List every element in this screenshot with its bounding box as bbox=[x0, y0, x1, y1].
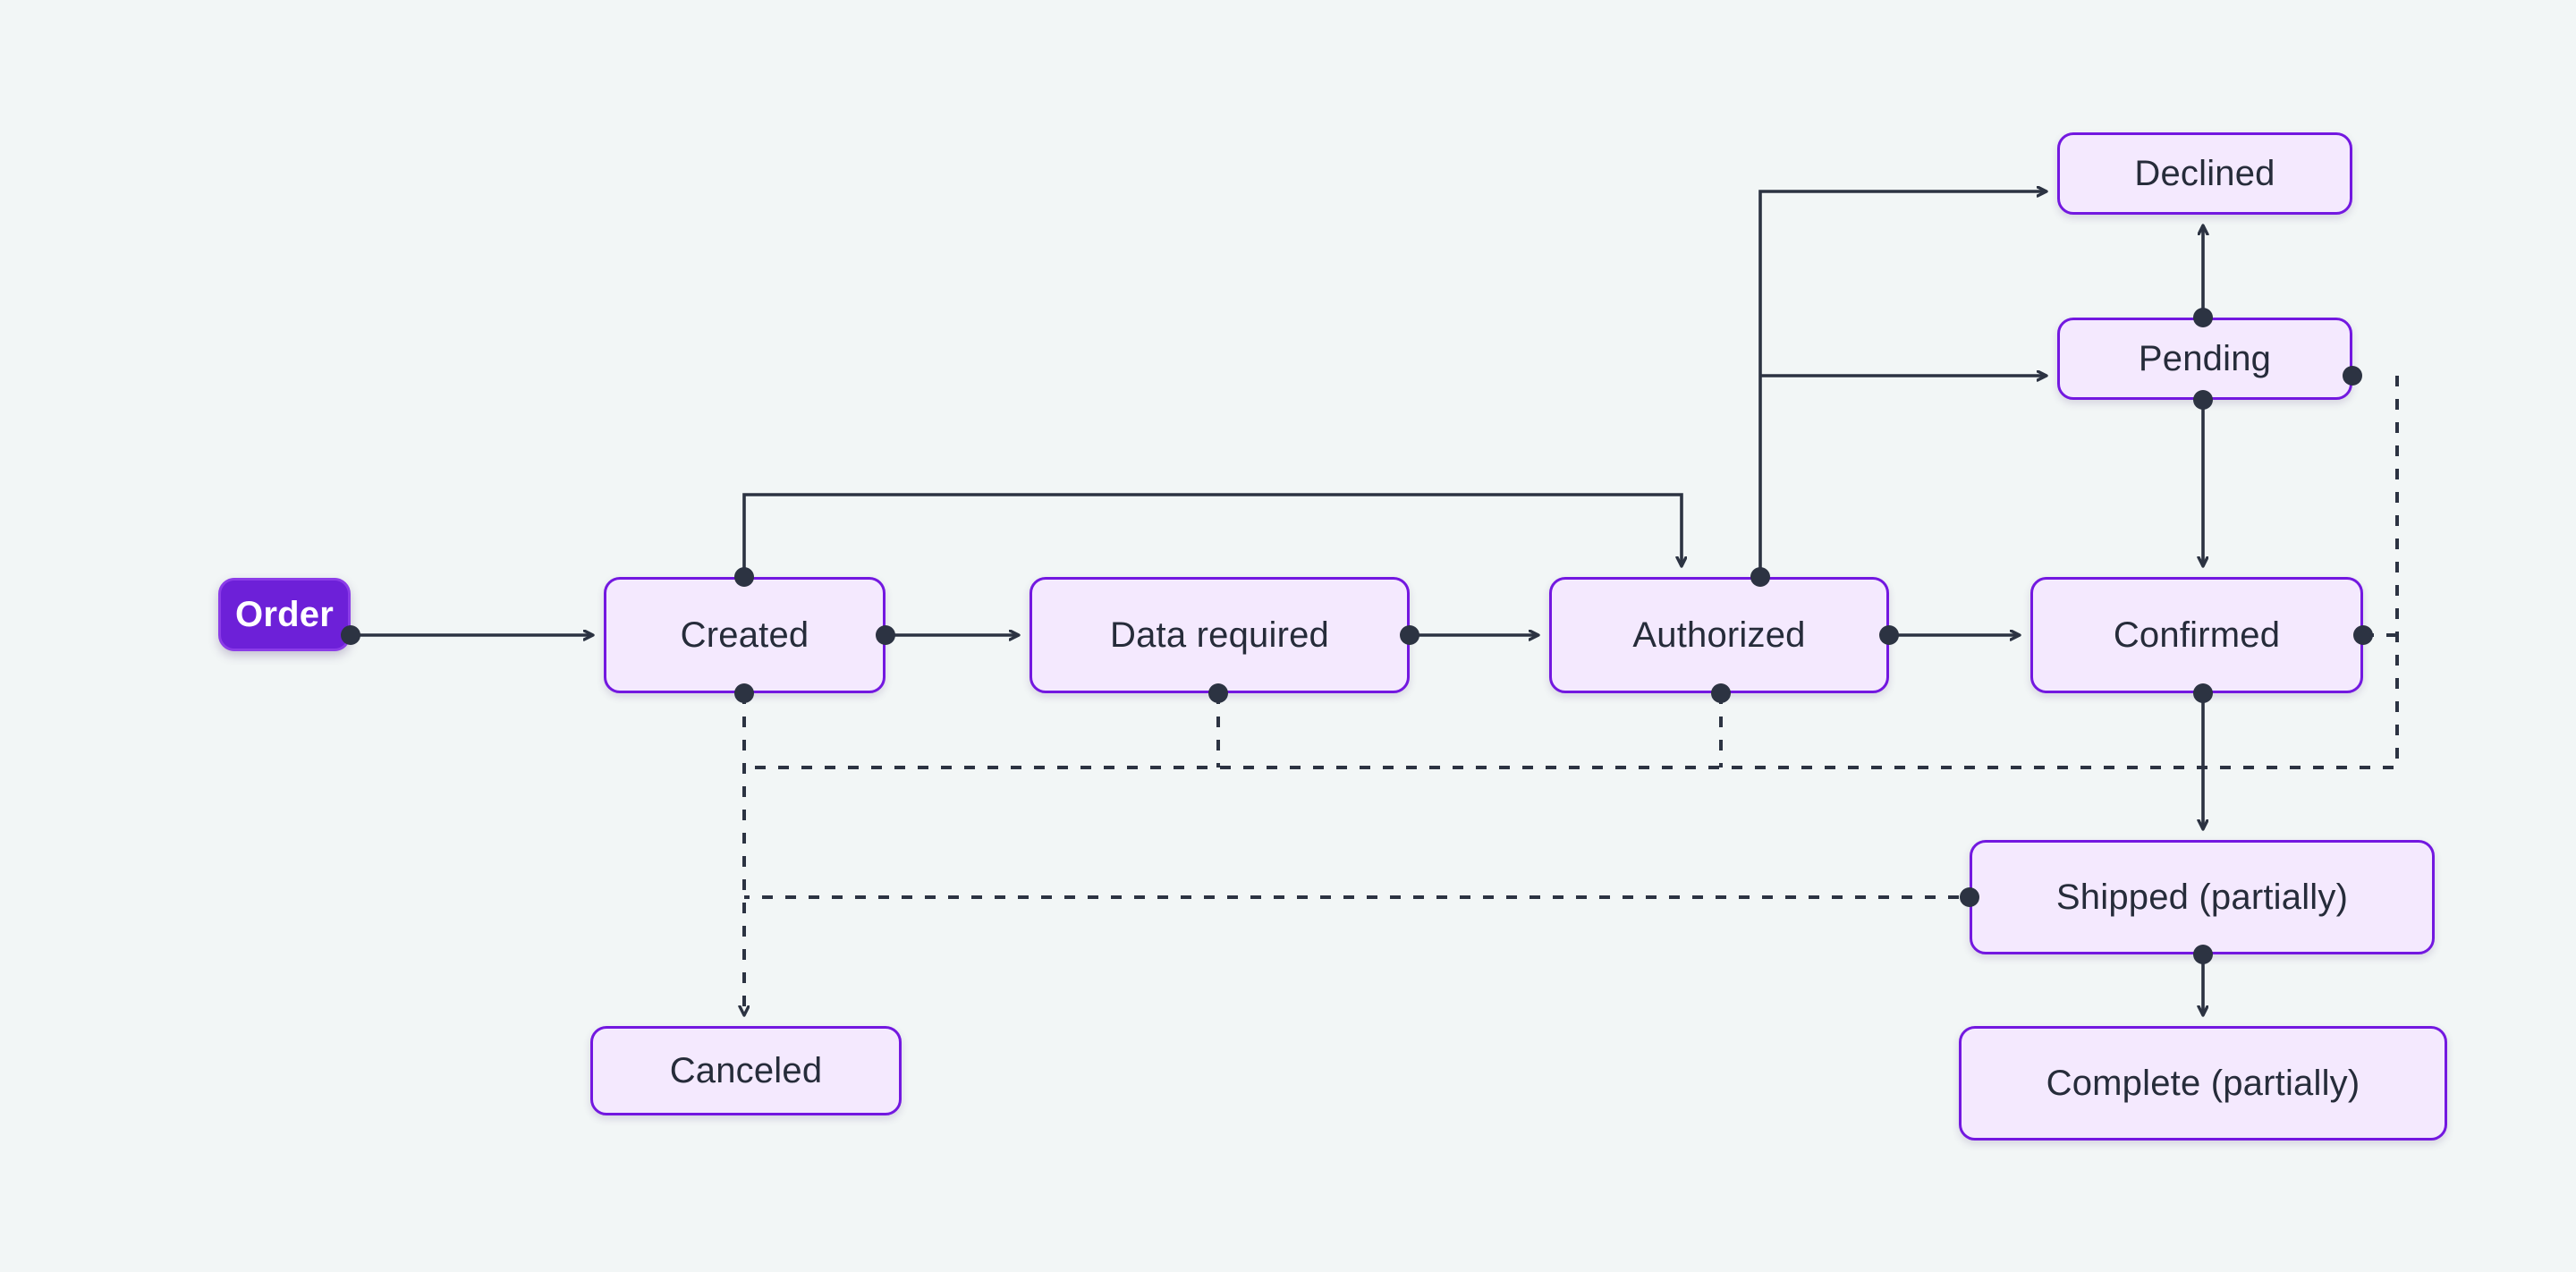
edge-created-to-authorized bbox=[742, 493, 1682, 577]
port-created-right[interactable] bbox=[876, 625, 895, 645]
node-label-shipped: Shipped (partially) bbox=[2055, 877, 2349, 917]
port-shipped-left[interactable] bbox=[1960, 887, 1979, 907]
port-auth-right[interactable] bbox=[1879, 625, 1899, 645]
edge-cancel-bus-upper bbox=[744, 376, 2399, 769]
node-label-data: Data required bbox=[1110, 615, 1329, 655]
node-label-pending: Pending bbox=[2138, 338, 2272, 378]
port-data-right[interactable] bbox=[1400, 625, 1419, 645]
port-pending-bottom[interactable] bbox=[2193, 390, 2213, 410]
port-confirmed-right[interactable] bbox=[2353, 625, 2373, 645]
port-data-bottom[interactable] bbox=[1208, 683, 1228, 703]
port-auth-top[interactable] bbox=[1750, 567, 1770, 587]
port-confirmed-bottom[interactable] bbox=[2193, 683, 2213, 703]
node-data[interactable]: Data required bbox=[1030, 577, 1410, 693]
port-pending-top[interactable] bbox=[2193, 308, 2213, 327]
node-complete[interactable]: Complete (partially) bbox=[1959, 1026, 2447, 1141]
node-label-canceled: Canceled bbox=[669, 1050, 823, 1090]
node-canceled[interactable]: Canceled bbox=[590, 1026, 902, 1115]
node-declined[interactable]: Declined bbox=[2057, 132, 2352, 215]
node-confirm[interactable]: Confirmed bbox=[2030, 577, 2363, 693]
node-label-created: Created bbox=[680, 615, 809, 655]
node-label-complete: Complete (partially) bbox=[2046, 1063, 2360, 1103]
edge-authorized-to-declined bbox=[1758, 191, 2046, 577]
node-label-confirm: Confirmed bbox=[2113, 615, 2281, 655]
port-created-bottom[interactable] bbox=[734, 683, 754, 703]
port-shipped-bottom[interactable] bbox=[2193, 945, 2213, 964]
node-created[interactable]: Created bbox=[604, 577, 886, 693]
node-label-auth: Authorized bbox=[1632, 615, 1806, 655]
port-auth-bottom[interactable] bbox=[1711, 683, 1731, 703]
node-label-declined: Declined bbox=[2134, 153, 2275, 193]
node-auth[interactable]: Authorized bbox=[1549, 577, 1889, 693]
node-label-order: Order bbox=[235, 594, 334, 634]
node-pending[interactable]: Pending bbox=[2057, 318, 2352, 400]
node-order[interactable]: Order bbox=[218, 578, 351, 651]
port-pending-right[interactable] bbox=[2343, 366, 2362, 386]
port-order-right[interactable] bbox=[341, 625, 360, 645]
node-shipped[interactable]: Shipped (partially) bbox=[1970, 840, 2435, 954]
port-created-top[interactable] bbox=[734, 567, 754, 587]
